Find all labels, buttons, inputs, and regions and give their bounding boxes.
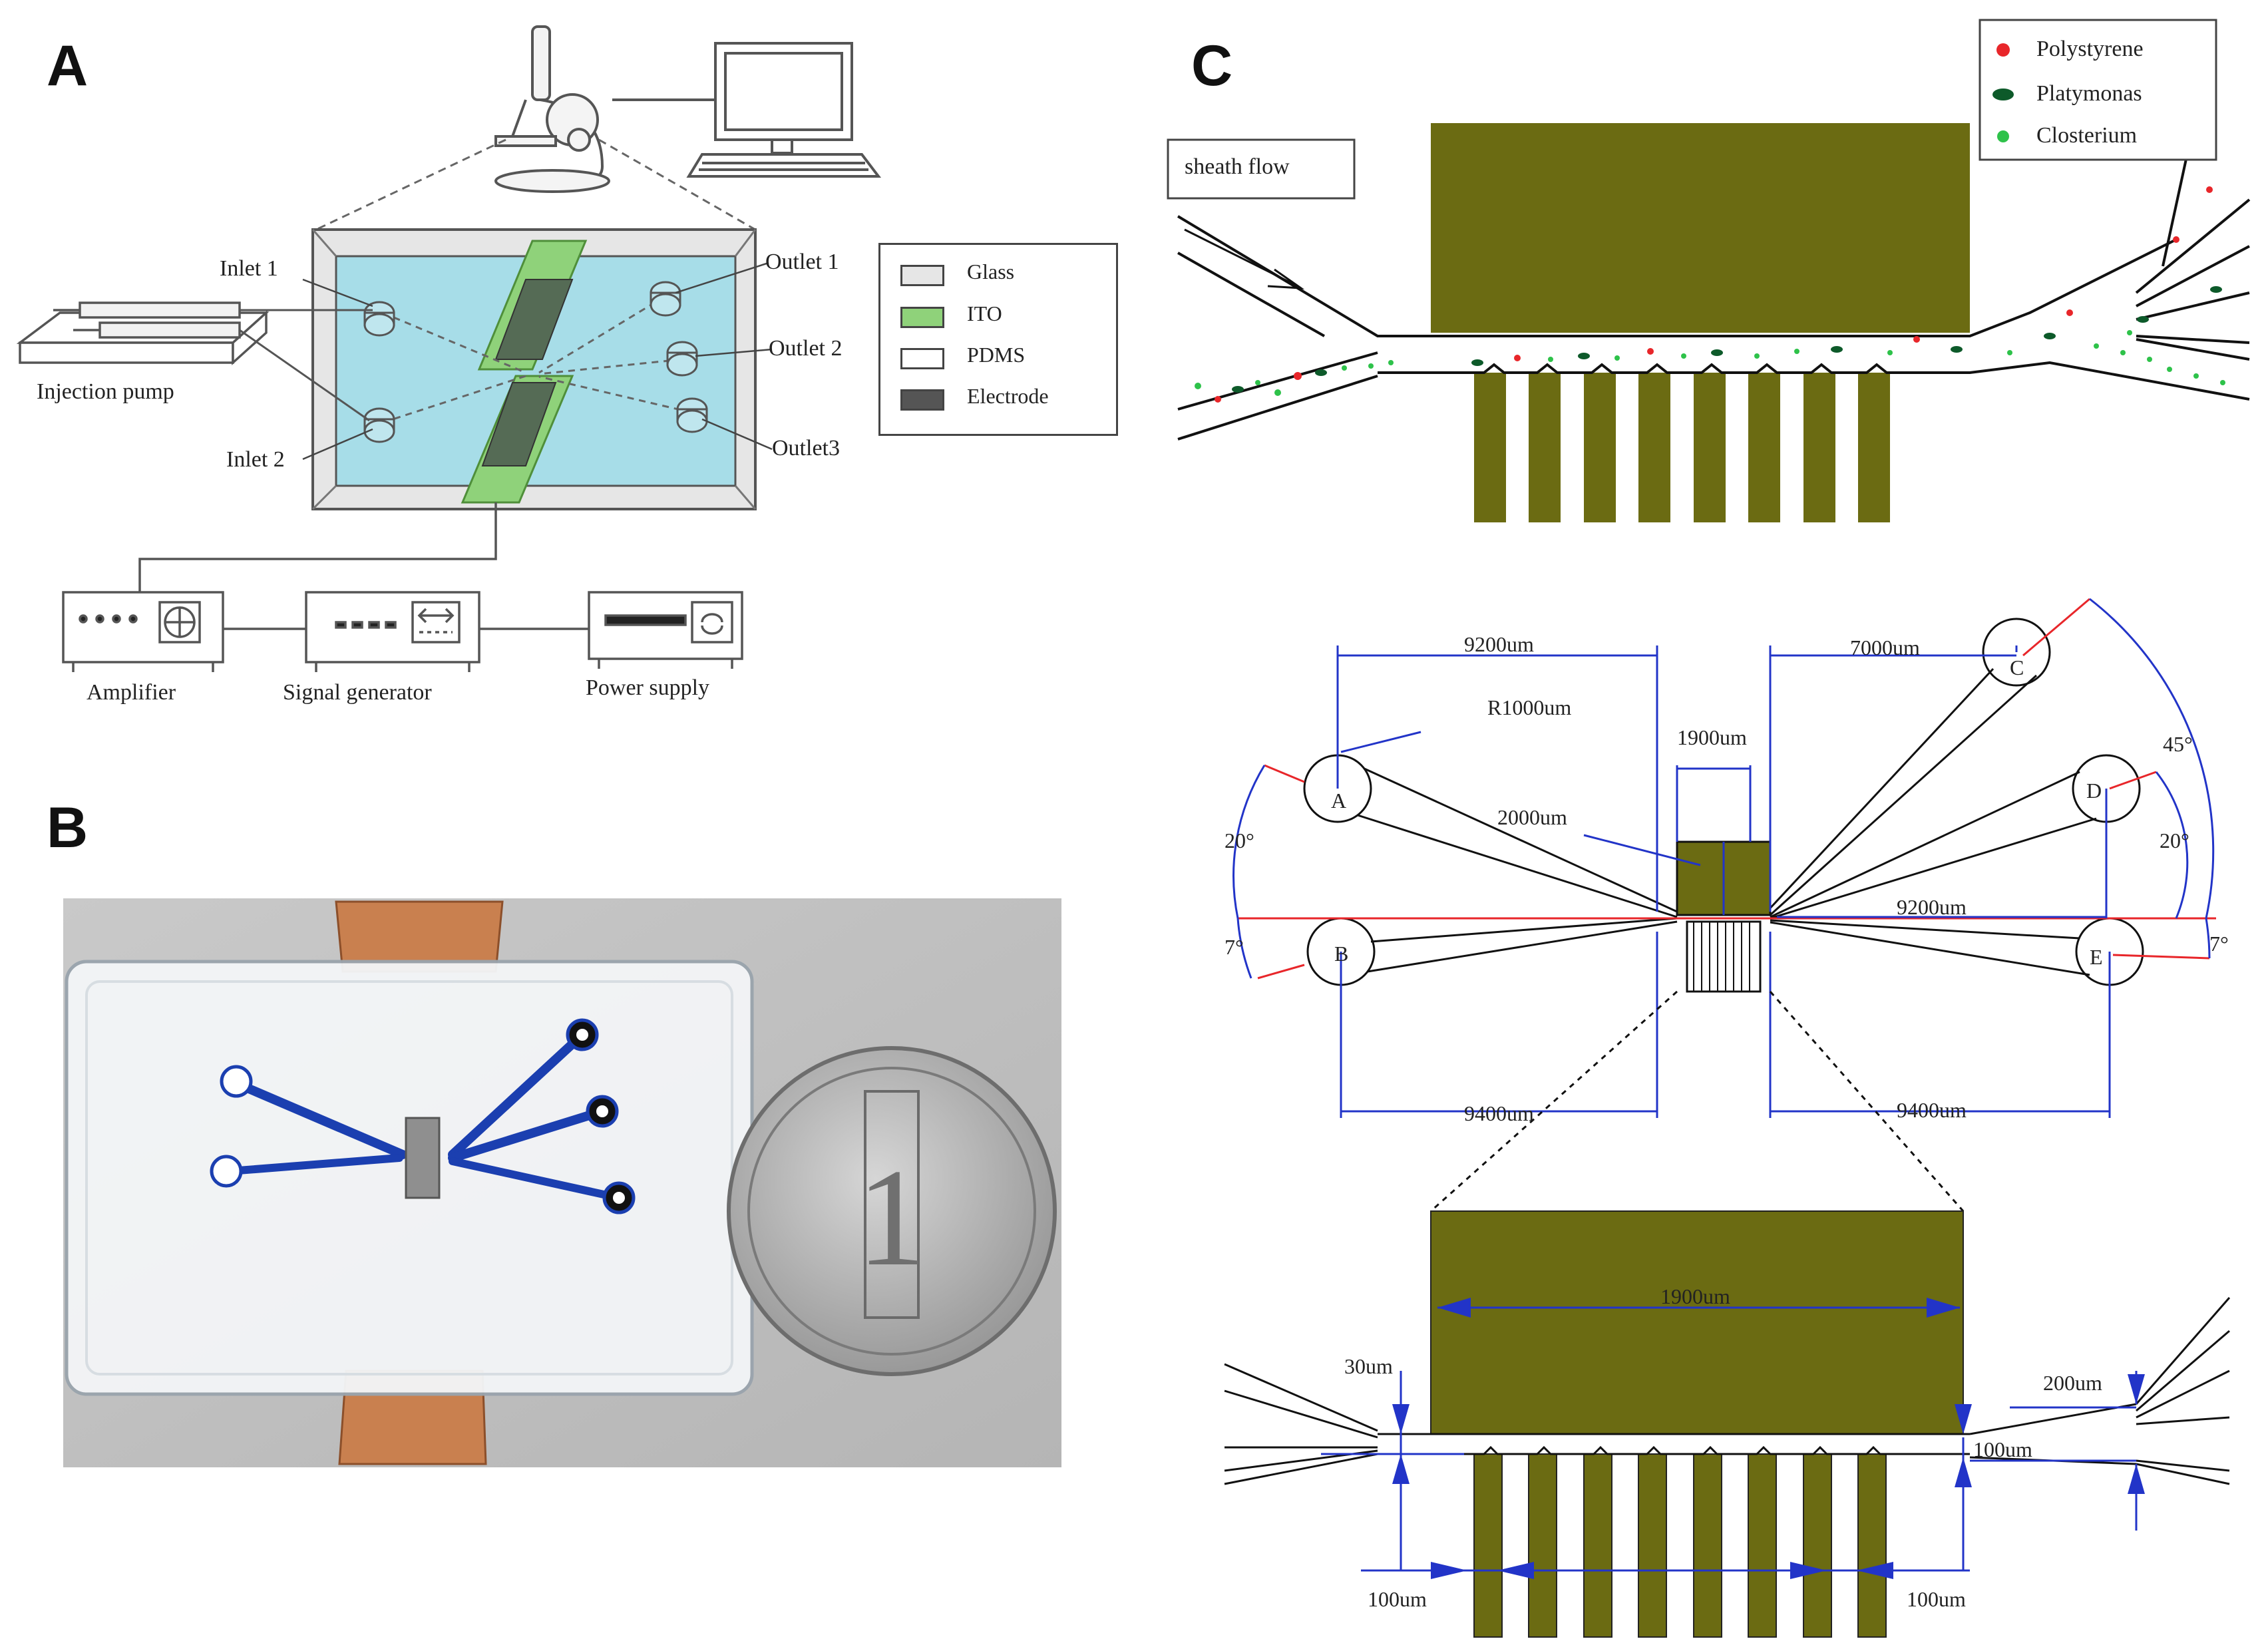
dim-2000: 2000um	[1497, 805, 1567, 829]
signal-generator-label: Signal generator	[283, 680, 432, 705]
coin	[727, 1046, 1057, 1376]
view-line-left	[315, 138, 506, 231]
particle-stream	[1195, 186, 2225, 403]
materials-legend: Glass ITO PDMS Electrode	[878, 243, 1118, 436]
electrode-swatch	[900, 389, 944, 411]
dim-100-left: 100um	[1368, 1587, 1427, 1611]
outlet-3-label: Outlet3	[772, 436, 840, 460]
zoom-bottom-fingers	[1473, 1453, 1887, 1638]
inlet-1-label: Inlet 1	[220, 256, 278, 281]
point-c-label: C	[2010, 655, 2024, 679]
dim-r1000: R1000um	[1487, 695, 1572, 719]
red-axis-lines	[1238, 598, 2216, 980]
photo-channels	[226, 1030, 623, 1202]
legend-platymonas-label: Platymonas	[2036, 81, 2142, 106]
point-d-label: D	[2086, 779, 2102, 803]
legend-polystyrene-label: Polystyrene	[2036, 37, 2144, 61]
point-b-label: B	[1334, 942, 1349, 966]
top-channel-walls	[1177, 112, 2251, 441]
angle-20-right: 20°	[2160, 828, 2189, 852]
platymonas-marker	[1992, 89, 2014, 100]
sheath-flow-label: sheath flow	[1185, 154, 1290, 179]
sheath-flow-arrow	[1184, 228, 1298, 287]
legend-glass-label: Glass	[967, 260, 1015, 283]
signal-generator-icon	[305, 591, 480, 672]
dim-9200-right: 9200um	[1897, 895, 1967, 919]
dim-100-mid: 100um	[1973, 1437, 2032, 1461]
microscope-icon	[494, 25, 610, 193]
top-electrode-block	[1431, 123, 1970, 333]
panel-letter-a: A	[47, 34, 89, 98]
legend-closterium-label: Closterium	[2036, 123, 2138, 148]
point-a-label: A	[1331, 789, 1347, 813]
sheath-flow-box	[1167, 138, 1356, 200]
geometry-fingers	[1693, 922, 1750, 992]
electrode-bottom	[481, 382, 557, 466]
polystyrene-marker	[1996, 43, 2010, 57]
port-leaders	[302, 262, 773, 460]
photo-ports	[210, 1018, 636, 1214]
coin-numeral: 1	[857, 1141, 927, 1295]
power-supply-label: Power supply	[586, 675, 710, 700]
outlet-1-label: Outlet 1	[765, 250, 839, 274]
angle-20-left: 20°	[1225, 828, 1254, 852]
point-e-label: E	[2090, 945, 2103, 969]
dim-100-right: 100um	[1907, 1587, 1966, 1611]
outlet-2-label: Outlet 2	[769, 336, 843, 361]
inlet-2-label: Inlet 2	[226, 447, 285, 472]
electrode-top	[494, 279, 574, 360]
zoom-dimension-arrowheads	[1392, 1298, 2145, 1579]
panel-letter-c: C	[1191, 34, 1233, 98]
particle-legend	[1979, 19, 2217, 161]
dim-9200-left: 9200um	[1464, 632, 1534, 656]
zoom-top-electrode	[1430, 1210, 1964, 1435]
electrode-cable	[138, 502, 497, 596]
pdms-swatch	[900, 348, 944, 369]
panel-letter-b: B	[47, 796, 89, 860]
photo-electrode	[405, 1117, 441, 1199]
angle-7-right: 7°	[2209, 932, 2229, 956]
closterium-marker	[1997, 130, 2009, 142]
view-line-right	[598, 138, 756, 231]
dim-1900-top: 1900um	[1677, 725, 1747, 749]
dim-30: 30um	[1344, 1354, 1393, 1378]
angle-45: 45°	[2163, 732, 2193, 756]
dim-9400-right: 9400um	[1897, 1098, 1967, 1122]
amplifier-icon	[62, 591, 224, 672]
chip-channels	[382, 295, 693, 424]
computer-icon	[686, 42, 882, 178]
glass-swatch	[900, 265, 944, 286]
legend-pdms-label: PDMS	[967, 343, 1026, 367]
ito-swatch	[900, 307, 944, 328]
legend-electrode-label: Electrode	[967, 384, 1049, 408]
dim-9400-left: 9400um	[1464, 1101, 1534, 1125]
legend-ito-label: ITO	[967, 301, 1002, 325]
chip-ports	[363, 281, 708, 443]
dim-7000: 7000um	[1850, 636, 1920, 659]
bottom-electrode-fingers	[1474, 373, 1890, 522]
angle-7-left: 7°	[1225, 935, 1244, 959]
injection-pump-label: Injection pump	[37, 379, 174, 404]
dim-1900-bottom: 1900um	[1660, 1284, 1730, 1308]
dim-200: 200um	[2043, 1371, 2102, 1395]
blue-dimension-lines	[1232, 598, 2215, 1118]
power-supply-icon	[588, 591, 743, 669]
amplifier-label: Amplifier	[87, 680, 176, 705]
